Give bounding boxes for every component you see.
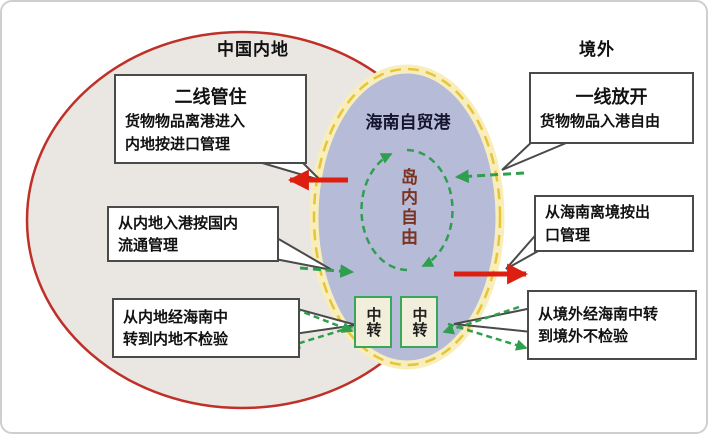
callout-inland-transit: 从内地经海南中 转到内地不检验 bbox=[112, 298, 300, 358]
callout-second-line-body: 货物物品离港进入 内地按进口管理 bbox=[125, 112, 246, 153]
transit-box-right-label: 中转 bbox=[410, 307, 429, 337]
callout-first-line: 一线放开 货物物品入港自由 bbox=[529, 72, 694, 144]
port-ring-dashed bbox=[312, 67, 502, 367]
green-arrow-overseas-into-port bbox=[454, 169, 525, 184]
green-arrow-mainland-transit-out bbox=[288, 322, 363, 349]
green-arrow-mainland-into-port bbox=[299, 264, 355, 278]
island-cycle-arc-right bbox=[406, 148, 454, 268]
transit-box-right: 中转 bbox=[400, 296, 438, 348]
port-title: 海南自贸港 bbox=[365, 113, 451, 133]
callout-inland-inflow-body: 从内地入港按国内 流通管理 bbox=[118, 213, 239, 255]
callout-second-line: 二线管住 货物物品离港进入 内地按进口管理 bbox=[114, 74, 307, 164]
transit-box-left-label: 中转 bbox=[364, 307, 383, 337]
island-free-label: 岛内自由 bbox=[397, 168, 417, 248]
callout-hainan-exit: 从海南离境按出 口管理 bbox=[534, 195, 694, 252]
callout-overseas-transit-body: 从境外经海南中转 到境外不检验 bbox=[538, 304, 659, 346]
callout-second-line-title: 二线管住 bbox=[174, 87, 247, 108]
callout-first-line-title: 一线放开 bbox=[575, 87, 648, 109]
green-arrow-overseas-transit-in bbox=[442, 305, 520, 335]
transit-box-left: 中转 bbox=[354, 296, 392, 348]
callout-inland-inflow: 从内地入港按国内 流通管理 bbox=[107, 206, 279, 262]
island-cycle-arc-left bbox=[360, 152, 408, 272]
callout-first-line-body: 货物物品入港自由 bbox=[540, 112, 661, 131]
green-arrow-mainland-transit-in bbox=[294, 307, 354, 333]
mainland-label: 中国内地 bbox=[217, 40, 289, 60]
callout-hainan-exit-body: 从海南离境按出 口管理 bbox=[545, 203, 651, 244]
callout-inland-transit-body: 从内地经海南中 转到内地不检验 bbox=[123, 307, 229, 349]
overseas-label: 境外 bbox=[579, 40, 615, 60]
green-arrow-overseas-transit-out bbox=[447, 322, 528, 351]
callout-overseas-transit: 从境外经海南中转 到境外不检验 bbox=[527, 290, 697, 360]
